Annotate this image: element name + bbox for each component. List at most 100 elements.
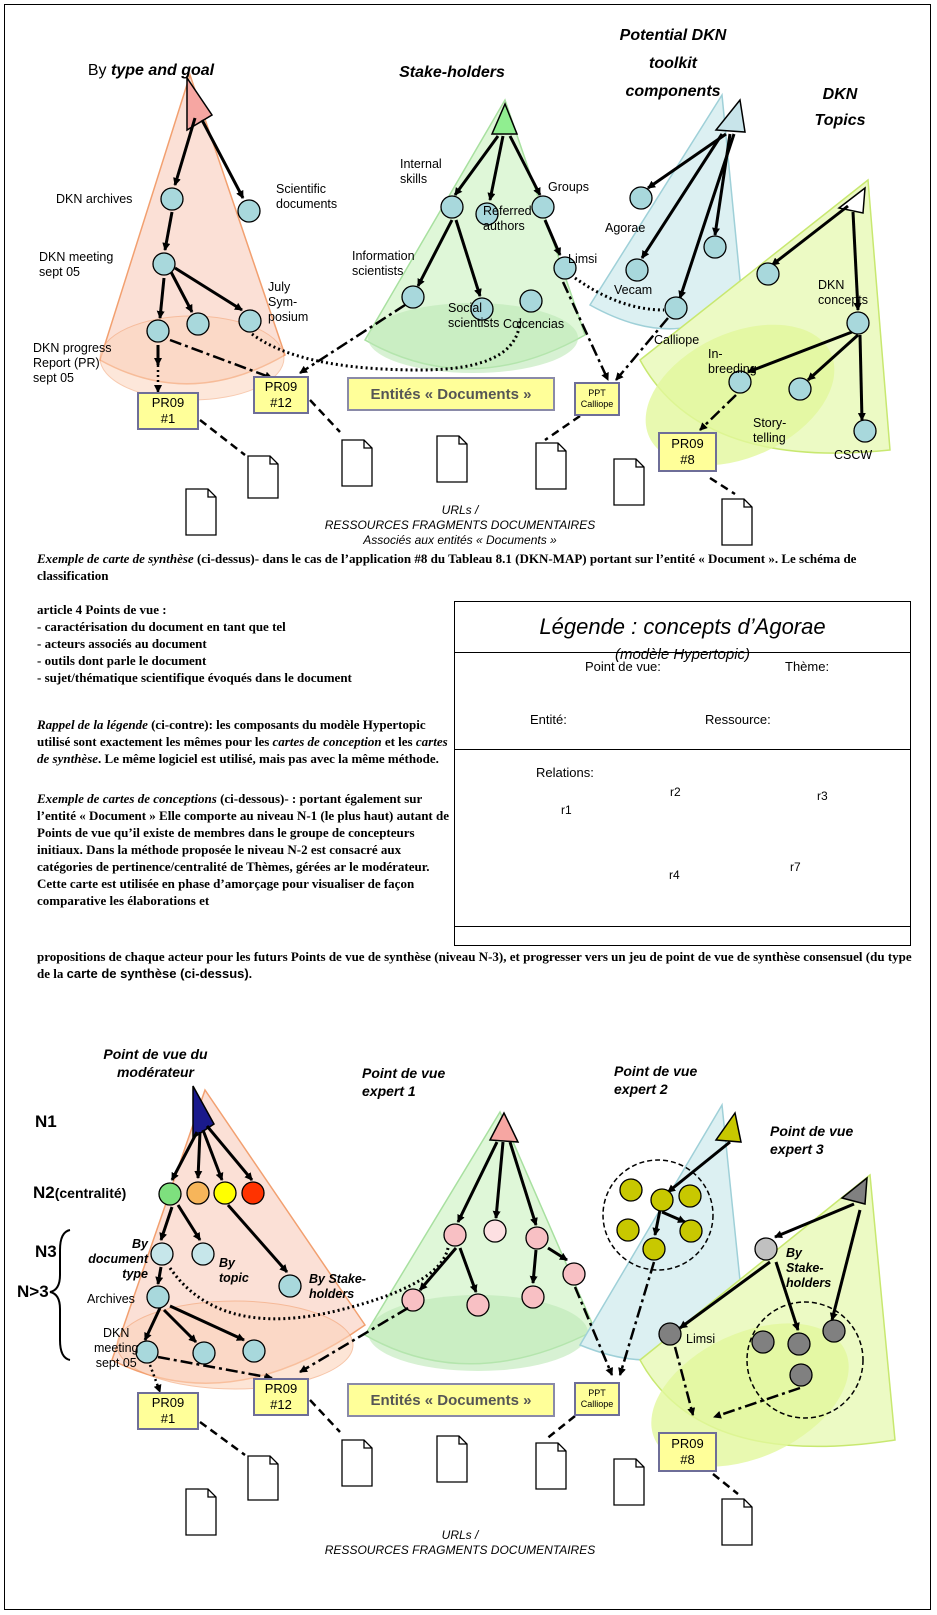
entity-pr09-8: PR09 #8 (658, 432, 717, 472)
legend-box: Légende : concepts d’Agorae (modèle Hype… (454, 601, 911, 946)
theme-unnamed-bottom (192, 1341, 216, 1365)
theme-social-scientists (470, 297, 494, 321)
viewpoint-expert2-triangle (714, 1111, 742, 1143)
paragraph-propositions: propositions de chaque acteur pour les f… (37, 948, 917, 982)
legend-r1: r1 (561, 803, 572, 817)
synthese-rest: (ci-dessus)- dans le cas de l’applicatio… (37, 551, 857, 583)
bullet-block: article 4 Points de vue : - caractérisat… (37, 601, 447, 686)
label-information-scientists: Information scientists (352, 249, 415, 278)
bullet-1: - caractérisation du document en tant qu… (37, 619, 286, 634)
centrality-red (241, 1181, 265, 1205)
theme-by-stakeholders (278, 1274, 302, 1298)
entity-pr09-12: PR09 #12 (253, 376, 309, 414)
label-calliope: Calliope (654, 333, 700, 347)
theme-groups (531, 195, 555, 219)
page-frame (4, 4, 931, 1610)
viewpoint-expert3-triangle (840, 1176, 868, 1205)
label-by-stakeholders: By Stake- holders (309, 1272, 366, 1301)
theme-inbreeding (728, 370, 752, 394)
theme-referred-authors (475, 202, 499, 226)
cone-topics (639, 178, 891, 466)
synthese-italic: Exemple de carte de synthèse (37, 551, 194, 566)
entity-documents-bottom: Entités « Documents » (347, 1383, 555, 1417)
label-storytelling: Story- telling (753, 416, 787, 445)
urls-caption-bottom: URLs / RESSOURCES FRAGMENTS DOCUMENTAIRE… (324, 1528, 596, 1557)
viewpoint-stakeholders-title: Stake-holders (399, 64, 505, 81)
label-limsi-bottom: Limsi (686, 1332, 716, 1346)
entity-documents: Entités « Documents » (347, 377, 555, 411)
label-colcencias: Colcencias (503, 317, 565, 331)
theme-vecam (625, 258, 649, 282)
label-cscw: CSCW (834, 448, 873, 462)
rappel-b: et les (381, 734, 416, 749)
theme-by-document-type (150, 1242, 174, 1266)
legend-sep-3 (455, 926, 910, 927)
paragraph-conceptions: Exemple de cartes de conceptions (ci-des… (37, 790, 449, 909)
rappel-it1: cartes de conception (272, 734, 382, 749)
label-vecam: Vecam (614, 283, 653, 297)
viewpoint-type-goal-title: By type and goal (87, 62, 215, 79)
label-referred-authors: Referred authors (483, 204, 532, 233)
paragraph-synthese: Exemple de carte de synthèse (ci-dessus)… (37, 550, 917, 584)
urls-caption-top: URLs / RESSOURCES FRAGMENTS DOCUMENTAIRE… (324, 503, 596, 547)
theme-internal-skills (440, 195, 464, 219)
label-dkn-meeting-bottom: DKN meeting sept 05 (94, 1326, 139, 1370)
resource-doc-5 (613, 458, 645, 506)
theme-unnamed-1 (186, 312, 210, 336)
centrality-green (158, 1182, 182, 1206)
label-agorae: Agorae (605, 221, 646, 235)
legend-sep-2 (455, 749, 910, 750)
entity-ppt-calliope-bottom: PPT Calliope (574, 1382, 620, 1416)
level-n1: N1 (35, 1112, 57, 1131)
theme-by-topic (191, 1242, 215, 1266)
theme-dkn-progress (146, 319, 170, 343)
legend-r2: r2 (670, 785, 681, 799)
label-dkn-concepts: DKN concepts (818, 278, 869, 307)
label-by-stakeholders-e3: By Stake- holders (786, 1246, 832, 1290)
label-dkn-archives: DKN archives (56, 192, 133, 206)
group-expert2 (602, 1159, 714, 1271)
entity-ppt-calliope: PPT Calliope (574, 382, 620, 416)
theme-agorae (629, 186, 653, 210)
theme-scientific-documents (237, 199, 261, 223)
legend-theme: Thème: (785, 659, 830, 674)
cone-expert3 (639, 1173, 896, 1467)
theme-cscw (853, 419, 877, 443)
propositions-text: propositions de chaque acteur pour les f… (37, 949, 912, 981)
label-scientific-documents: Scientific documents (276, 182, 338, 211)
level-n4: N>3 (17, 1282, 49, 1301)
label-groups: Groups (548, 180, 589, 194)
label-by-topic: By topic (219, 1256, 249, 1285)
cone-expert1 (363, 1110, 596, 1371)
entity-pr09-1: PR09 #1 (137, 392, 199, 430)
resource-doc-3 (436, 435, 468, 483)
legend-r3: r3 (817, 789, 828, 803)
conceptions-rest: (ci-dessous)- : portant également sur l’… (37, 791, 450, 908)
legend-point-de-vue: Point de vue: (585, 659, 661, 674)
level-n2-suffix: (centralité) (54, 1185, 127, 1201)
rappel-italic: Rappel de la légende (37, 717, 148, 732)
rappel-c: . Le même logiciel est utilisé, mais pas… (98, 751, 439, 766)
viewpoint-expert1-title: Point de vue expert 1 (362, 1065, 446, 1099)
legend-entite: Entité: (530, 712, 567, 727)
group-expert3 (746, 1301, 864, 1419)
viewpoint-type-goal-triangle (186, 75, 214, 132)
theme-dkn-meeting (152, 252, 176, 276)
relation-r3-bottom (168, 1247, 450, 1321)
theme-july-symposium (238, 309, 262, 333)
entity-pr09-8-bottom: PR09 #8 (658, 1432, 717, 1472)
theme-information-scientists (401, 285, 425, 309)
theme-colcencias (519, 289, 543, 313)
theme-dkn-meeting-bottom (135, 1340, 159, 1364)
viewpoint-stakeholders-triangle (490, 102, 519, 135)
relation-r3-limsi-calliope (574, 276, 665, 312)
label-dkn-progress: DKN progress Report (PR) sept 05 (33, 341, 112, 385)
resource-doc-2 (341, 439, 373, 487)
level-n2: N2(centralité) (33, 1183, 126, 1203)
propositions-end: . (248, 966, 252, 981)
label-internal-skills: Internal skills (400, 157, 442, 186)
label-july-symposium: July Sym- posium (268, 280, 309, 324)
bullet-2: - acteurs associés au document (37, 636, 207, 651)
propositions-sans: carte de synthèse (ci-dessus) (66, 966, 249, 981)
legend-relations: Relations: (536, 765, 594, 780)
